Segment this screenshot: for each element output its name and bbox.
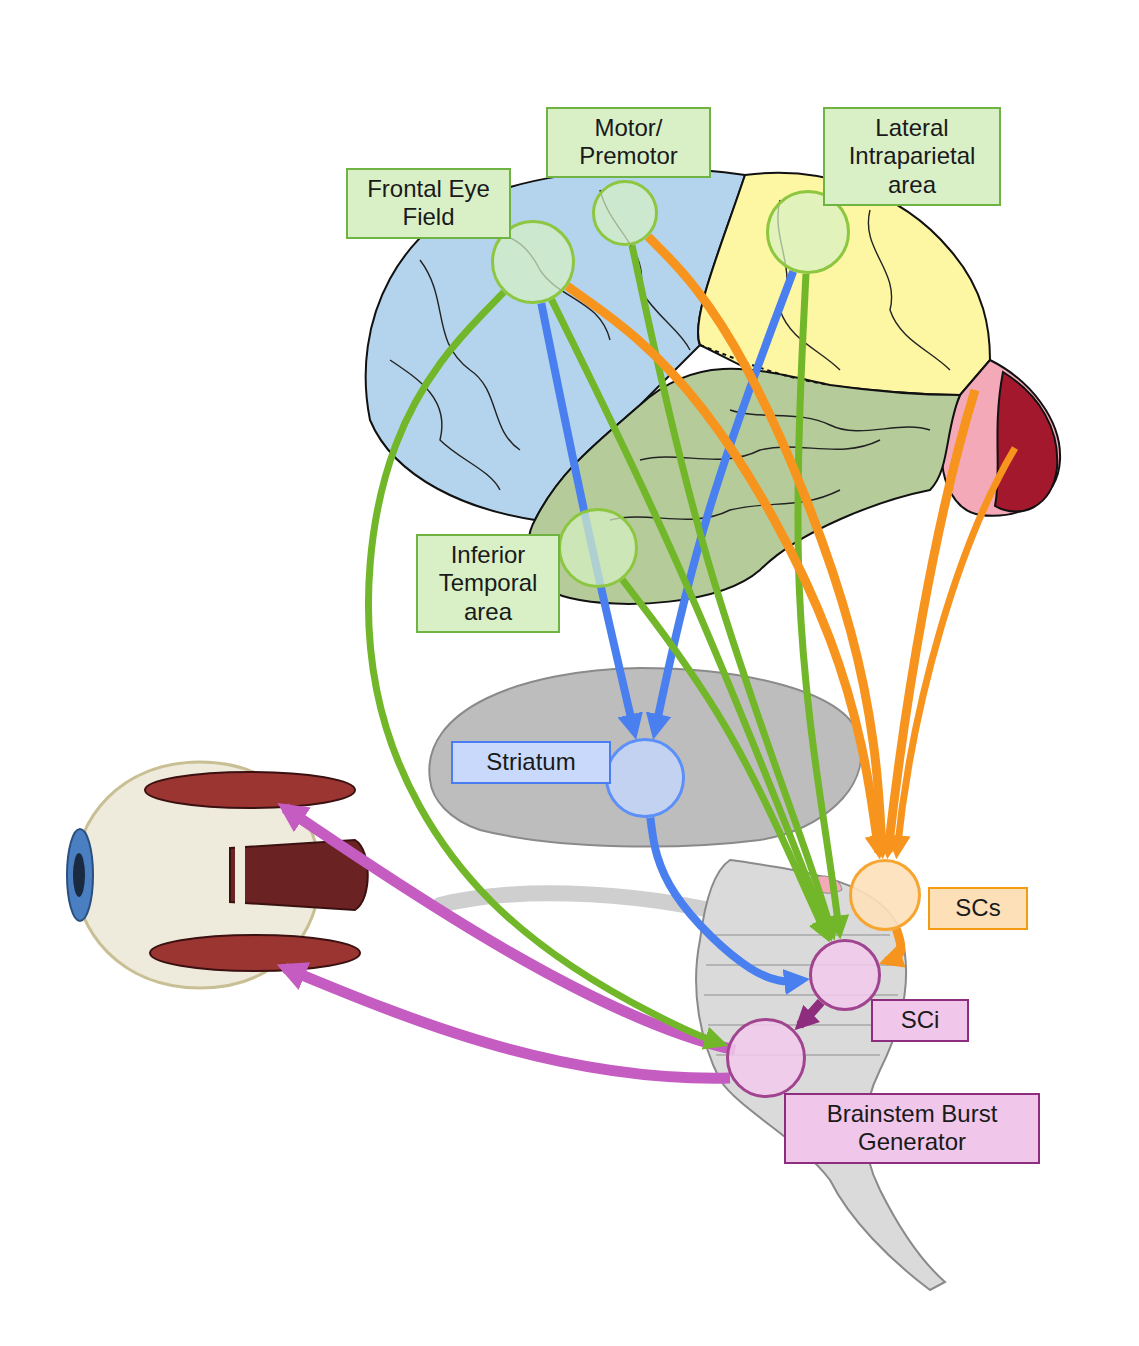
pupil [73, 853, 85, 897]
projection-arrow [648, 237, 882, 853]
gyrus-line [868, 210, 950, 370]
region-label: Frontal Eye Field [354, 175, 503, 232]
label-box: Motor/ Premotor [546, 107, 711, 178]
label-box: SCs [928, 887, 1028, 930]
projection-arrow [650, 818, 802, 982]
gyri-lines [390, 190, 950, 520]
cortical-area: Lateral Intraparietal area [766, 190, 850, 274]
oculomotor-arrow [285, 968, 730, 1078]
eye-muscle-gap [235, 835, 245, 915]
region-label: Brainstem Burst Generator [792, 1100, 1032, 1157]
label-box: Frontal Eye Field [346, 168, 511, 239]
label-box: Brainstem Burst Generator [784, 1093, 1040, 1164]
brainstem-node: Brainstem Burst Generator [726, 1018, 806, 1098]
label-box: Striatum [451, 741, 611, 784]
eye-muscle [145, 772, 355, 808]
cortical-area: Frontal Eye Field [491, 220, 575, 304]
cortical-area: Motor/ Premotor [592, 180, 658, 246]
basal-ganglia-node: Striatum [605, 738, 685, 818]
region-label: Inferior Temporal area [424, 541, 552, 626]
region-label: Striatum [459, 748, 603, 776]
colliculus-node: SCi [809, 939, 881, 1011]
region-label: SCi [879, 1006, 961, 1034]
label-box: Lateral Intraparietal area [823, 107, 1001, 206]
projection-arrow [655, 271, 793, 732]
region-label: Motor/ Premotor [554, 114, 703, 171]
label-box: Inferior Temporal area [416, 534, 560, 633]
visual-cortex-arrow [888, 390, 975, 852]
oculomotor-arrow [285, 808, 735, 1050]
iris [67, 829, 93, 921]
region-label: Lateral Intraparietal area [831, 114, 993, 199]
eye-muscle [150, 935, 360, 971]
projection-arrow [886, 929, 901, 961]
projection-arrow [368, 292, 721, 1043]
label-box: SCi [871, 999, 969, 1042]
gyrus-line [730, 410, 930, 431]
visual-cortex-arrow [897, 448, 1015, 852]
projection-arrow [800, 1002, 821, 1025]
visual-cortex [995, 372, 1057, 512]
colliculus-node: SCs [849, 859, 921, 931]
region-label: SCs [936, 894, 1020, 922]
cortical-area: Inferior Temporal area [558, 508, 638, 588]
